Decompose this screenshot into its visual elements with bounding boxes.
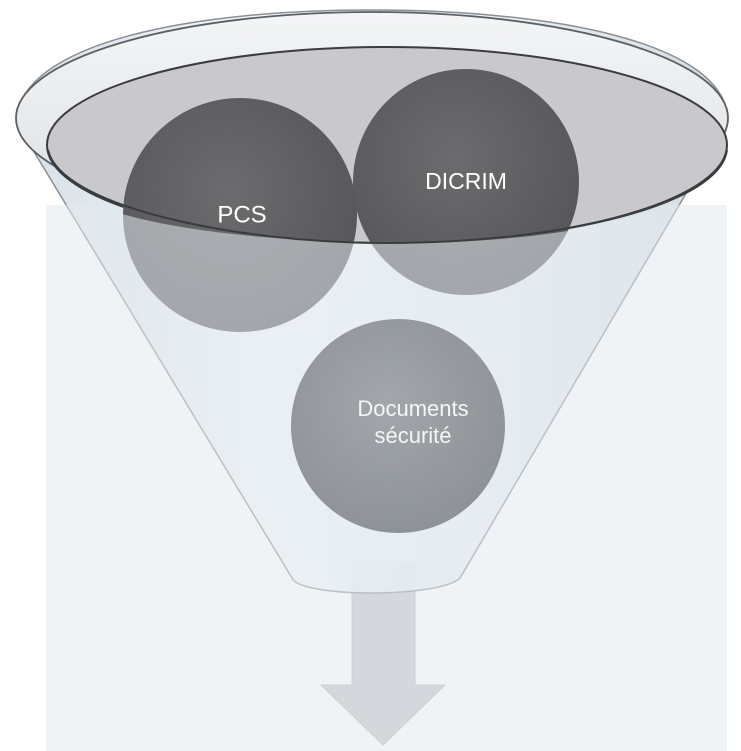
label-documents-line1: Documents	[357, 396, 468, 421]
label-dicrim: DICRIM	[425, 168, 507, 194]
label-documents-line2: sécurité	[374, 423, 451, 448]
funnel-opening-edge	[47, 149, 728, 245]
label-pcs: PCS	[217, 201, 266, 228]
ball-documents	[291, 319, 505, 533]
